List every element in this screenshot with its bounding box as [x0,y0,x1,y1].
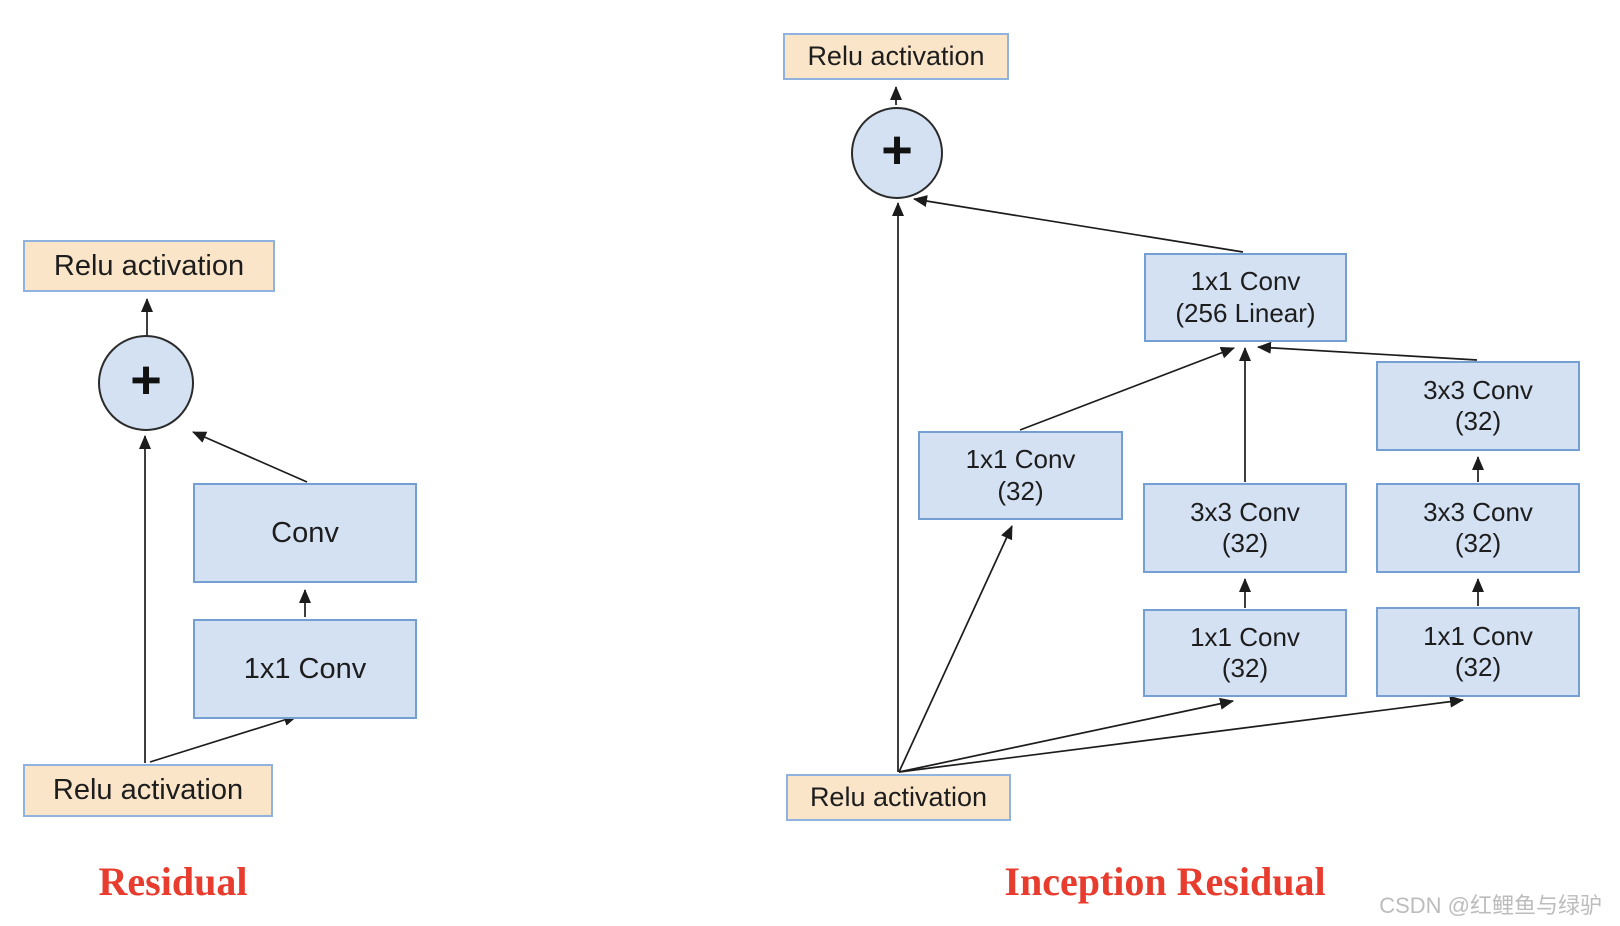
right-branch-left-label-line2: (32) [997,475,1044,506]
right-branch-left-label-line1: 1x1 Conv [965,444,1076,475]
right-relu-top-box: Relu activation [783,33,1009,80]
left-conv1x1-label: 1x1 Conv [243,652,367,685]
right-branch-right-3x3-mid-line1: 3x3 Conv [1423,496,1533,527]
left-relu-top-label: Relu activation [53,249,245,282]
right-conv256-box: 1x1 Conv (256 Linear) [1144,253,1347,342]
right-branch-mid-1x1-line2: (32) [1221,653,1269,683]
right-plus-circle: + [851,107,943,199]
right-branch-right-3x3-mid-box: 3x3 Conv (32) [1376,483,1580,573]
plus-icon: + [881,120,913,180]
plus-icon: + [130,350,162,410]
right-branch-mid-3x3-line2: (32) [1221,528,1269,558]
right-branch-right-3x3-top-line2: (32) [1454,406,1502,436]
left-relu-bottom-label: Relu activation [52,774,244,807]
right-branch-mid-3x3-box: 3x3 Conv (32) [1143,483,1347,573]
arrow-relu-bottom-to-mid-1x1 [898,697,1234,773]
left-conv-label: Conv [271,516,339,549]
arrow-conv256-to-plus-right [913,195,1244,253]
right-branch-right-1x1-box: 1x1 Conv (32) [1376,607,1580,697]
left-relu-bottom-box: Relu activation [23,764,273,817]
right-branch-right-1x1-line2: (32) [1454,652,1502,682]
arrow-branch-right-to-conv256 [1257,341,1478,361]
right-branch-right-3x3-mid-line2: (32) [1454,528,1502,558]
right-branch-right-3x3-top-line1: 3x3 Conv [1423,374,1533,405]
arrow-relu-bottom-to-branch-left [898,525,1013,773]
right-relu-bottom-box: Relu activation [786,774,1011,821]
left-conv1x1-box: 1x1 Conv [193,619,417,719]
arrow-relu-bottom-to-conv1x1-left [149,714,298,763]
right-branch-mid-1x1-box: 1x1 Conv (32) [1143,609,1347,697]
left-conv-box: Conv [193,483,417,583]
right-conv256-label-line2: (256 Linear) [1175,297,1316,328]
arrow-branch-left-to-conv256 [1019,347,1235,431]
left-diagram-title: Residual [98,859,248,904]
right-branch-mid-3x3-line1: 3x3 Conv [1190,496,1300,527]
right-conv256-label-line1: 1x1 Conv [1190,266,1301,297]
right-branch-left-conv-box: 1x1 Conv (32) [918,431,1123,520]
right-branch-right-1x1-line1: 1x1 Conv [1423,620,1533,651]
right-relu-top-label: Relu activation [807,41,985,72]
left-plus-circle: + [98,335,194,431]
csdn-watermark: CSDN @红鲤鱼与绿驴 [1379,893,1602,918]
right-branch-right-3x3-top-box: 3x3 Conv (32) [1376,361,1580,451]
right-relu-bottom-label: Relu activation [809,782,988,813]
arrow-conv-to-plus-left [192,431,308,483]
right-branch-mid-1x1-line1: 1x1 Conv [1190,621,1300,652]
arrow-relu-bottom-to-right-1x1 [898,695,1464,773]
right-diagram-title: Inception Residual [1004,859,1326,904]
left-relu-top-box: Relu activation [23,240,275,292]
